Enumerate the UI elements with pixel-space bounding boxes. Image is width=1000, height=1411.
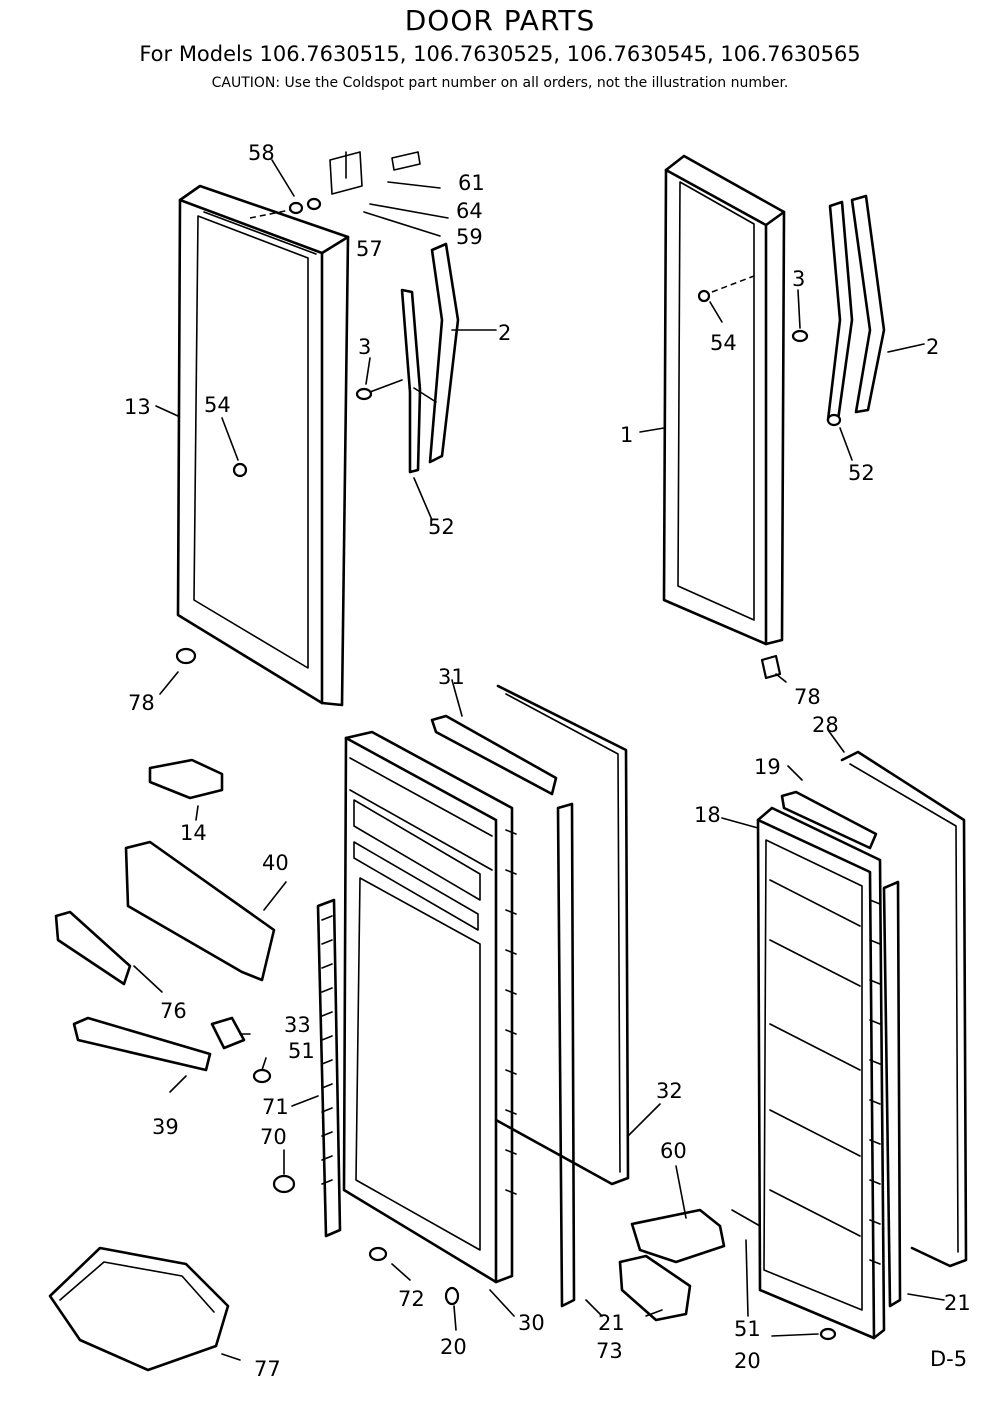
door-handle-left	[355, 242, 460, 474]
screw-20-center	[444, 1286, 460, 1306]
breaker-strip-right-vertical	[882, 880, 902, 1308]
bin-77	[48, 1246, 230, 1372]
callout-54-right: 54	[710, 331, 737, 355]
callout-3-left: 3	[358, 335, 371, 359]
cam-70	[272, 1174, 296, 1194]
callout-33: 33	[284, 1013, 311, 1037]
door-liner-center	[342, 730, 517, 1284]
callout-28: 28	[812, 713, 839, 737]
caution-note: CAUTION: Use the Coldspot part number on…	[211, 75, 789, 91]
screw-51	[252, 1068, 272, 1084]
door-gasket-left	[494, 684, 630, 1186]
door-outer-panel-left	[176, 184, 350, 707]
callout-70: 70	[260, 1125, 287, 1149]
callout-51-left: 51	[288, 1039, 315, 1063]
callout-1: 1	[620, 423, 633, 447]
callout-14: 14	[180, 821, 207, 845]
models-subtitle: For Models 106.7630515, 106.7630525, 106…	[139, 42, 861, 66]
bushing-left	[175, 647, 197, 665]
callout-32: 32	[656, 1079, 683, 1103]
callout-64: 64	[456, 199, 483, 223]
callout-72: 72	[398, 1287, 425, 1311]
door-gasket-right	[840, 750, 968, 1268]
dairy-door	[124, 840, 276, 982]
callout-19: 19	[754, 755, 781, 779]
butter-compartment-lid	[148, 758, 224, 800]
door-stop-60	[630, 1208, 726, 1264]
callout-39: 39	[152, 1115, 179, 1139]
callout-61: 61	[458, 171, 485, 195]
breaker-strip-right-top	[780, 790, 878, 850]
callout-21-center: 21	[598, 1311, 625, 1335]
callout-18: 18	[694, 803, 721, 827]
door-liner-right	[756, 806, 886, 1340]
callout-40: 40	[262, 851, 289, 875]
cam-72	[368, 1246, 388, 1262]
cover-73	[618, 1254, 692, 1322]
leader-lines	[133, 159, 945, 1361]
callout-3-right: 3	[792, 267, 805, 291]
callout-58: 58	[248, 141, 275, 165]
callout-71: 71	[262, 1095, 289, 1119]
callout-54-left: 54	[204, 393, 231, 417]
page-code: D-5	[930, 1347, 967, 1371]
callout-30: 30	[518, 1311, 545, 1335]
screw-20-right	[819, 1327, 837, 1341]
shelf-end-cap-33	[210, 1016, 246, 1050]
breaker-strip-vertical	[556, 802, 576, 1308]
callout-78-right: 78	[794, 685, 821, 709]
callout-59: 59	[456, 225, 483, 249]
callout-13: 13	[124, 395, 151, 419]
callout-73: 73	[596, 1339, 623, 1363]
callout-78-left: 78	[128, 691, 155, 715]
callout-20-center: 20	[440, 1335, 467, 1359]
callout-77: 77	[254, 1357, 281, 1381]
breaker-strip-top	[430, 714, 558, 796]
door-outer-panel-right	[662, 154, 786, 646]
shelf-support-strip	[316, 898, 342, 1238]
callout-21-right: 21	[944, 1291, 971, 1315]
callout-57: 57	[356, 237, 383, 261]
callout-20-right: 20	[734, 1349, 761, 1373]
callout-2-left: 2	[498, 321, 511, 345]
diagram-title: DOOR PARTS	[404, 4, 596, 37]
door-handle-right	[791, 194, 886, 427]
callout-2-right: 2	[926, 335, 939, 359]
callout-52-left: 52	[428, 515, 455, 539]
callout-76: 76	[160, 999, 187, 1023]
shelf-front-76	[54, 910, 132, 986]
top-hinge-parts-left	[249, 151, 449, 237]
shelf-front-39	[72, 1016, 212, 1072]
bushing-right	[760, 654, 782, 680]
callout-51-right: 51	[734, 1317, 761, 1341]
callout-52-right: 52	[848, 461, 875, 485]
callout-60: 60	[660, 1139, 687, 1163]
callout-31: 31	[438, 665, 465, 689]
